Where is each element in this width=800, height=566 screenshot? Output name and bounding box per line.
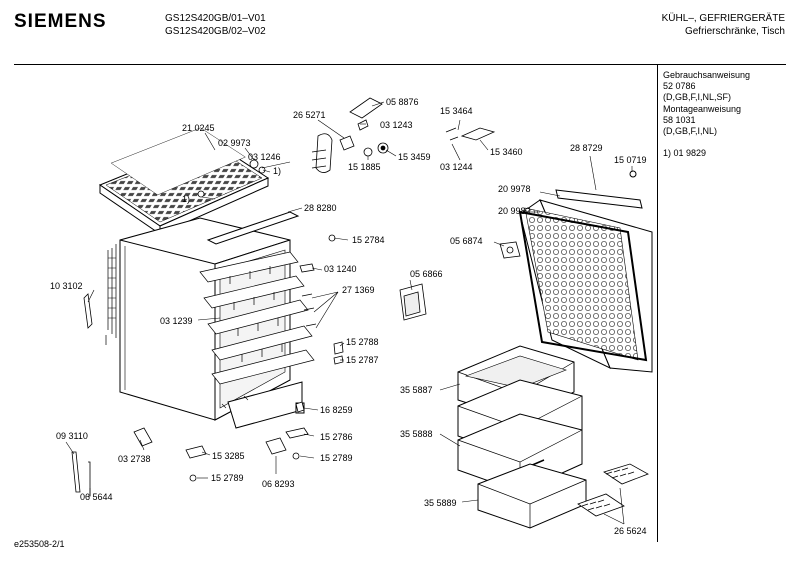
part-label: 35 5889 [424, 498, 457, 508]
part-label: 28 8729 [570, 143, 603, 153]
part-label: 06 8293 [262, 479, 295, 489]
part-label: 20 9978 [498, 184, 531, 194]
part-label: 05 6874 [450, 236, 483, 246]
part-label: 15 3285 [212, 451, 245, 461]
category-title: KÜHL–, GEFRIERGERÄTE [661, 13, 785, 24]
freezer-door [518, 170, 653, 373]
header-divider [14, 64, 786, 65]
worktop-lid [98, 127, 270, 235]
sidebar-line: 1) 01 9829 [663, 148, 707, 159]
part-label: 03 1243 [380, 120, 413, 130]
freezer-drawers [457, 345, 587, 529]
part-label: 15 2788 [346, 337, 379, 347]
part-label: 03 1239 [160, 316, 193, 326]
small-parts-top [197, 97, 496, 198]
part-label: 35 5888 [400, 429, 433, 439]
part-label: 26 5624 [614, 526, 647, 536]
model-line-1: GS12S420GB/01–V01 [165, 13, 266, 24]
part-label: 15 2787 [346, 355, 379, 365]
part-label: 15 2789 [320, 453, 353, 463]
wire-shelves [199, 251, 315, 385]
documentation-sidebar: Gebrauchsanweisung 52 0786 (D,GB,F,I,NL,… [663, 70, 750, 159]
part-label: 15 2786 [320, 432, 353, 442]
hinge-bracket [206, 211, 300, 245]
sidebar-line: (D,GB,F,I,NL) [663, 126, 718, 137]
brand-logo: SIEMENS [14, 11, 107, 32]
gasket-parts [399, 241, 521, 321]
sidebar-line: Montageanweisung [663, 103, 742, 114]
part-label: 16 8259 [320, 405, 353, 415]
sidebar-line: 52 0786 [663, 81, 696, 92]
part-label: 15 3460 [490, 147, 523, 157]
part-label: 15 3459 [398, 152, 431, 162]
part-label: 26 5271 [293, 110, 326, 120]
leader-lines [65, 101, 633, 525]
part-label: 15 3464 [440, 106, 473, 116]
part-label: 05 8876 [386, 97, 419, 107]
model-line-2: GS12S420GB/02–V02 [165, 26, 266, 37]
part-label: 15 2784 [352, 235, 385, 245]
part-label: 1) [182, 194, 190, 204]
sidebar-divider [657, 64, 658, 542]
subcategory-title: Gefrierschränke, Tisch [684, 26, 785, 37]
part-label: 03 1244 [440, 162, 473, 172]
part-label: 06 5644 [80, 492, 113, 502]
part-label: 20 9982 [498, 206, 531, 216]
part-label: 27 1369 [342, 285, 375, 295]
sidebar-line: (D,GB,F,I,NL,SF) [663, 92, 732, 103]
part-label: 15 2789 [211, 473, 244, 483]
part-label: 35 5887 [400, 385, 433, 395]
part-label: 15 0719 [614, 155, 647, 165]
small-parts-bottom [71, 234, 344, 497]
ice-trays [577, 463, 649, 517]
part-label: 28 8280 [304, 203, 337, 213]
part-label: 10 3102 [50, 281, 83, 291]
part-label: 02 9973 [218, 138, 251, 148]
sidebar-line: 58 1031 [663, 114, 696, 125]
part-label: 1) [273, 166, 281, 176]
part-number-labels: 21 0245 02 9973 03 1246 1) 1) 26 5271 05… [50, 97, 647, 536]
part-label: 09 3110 [56, 431, 88, 441]
sidebar-line: Gebrauchsanweisung [663, 70, 751, 80]
part-label: 21 0245 [182, 123, 215, 133]
part-label: 15 1885 [348, 162, 381, 172]
part-label: 03 1246 [248, 152, 281, 162]
document-code: e253508-2/1 [14, 539, 65, 549]
part-label: 03 2738 [118, 454, 151, 464]
part-label: 03 1240 [324, 264, 357, 274]
part-label: 05 6866 [410, 269, 443, 279]
